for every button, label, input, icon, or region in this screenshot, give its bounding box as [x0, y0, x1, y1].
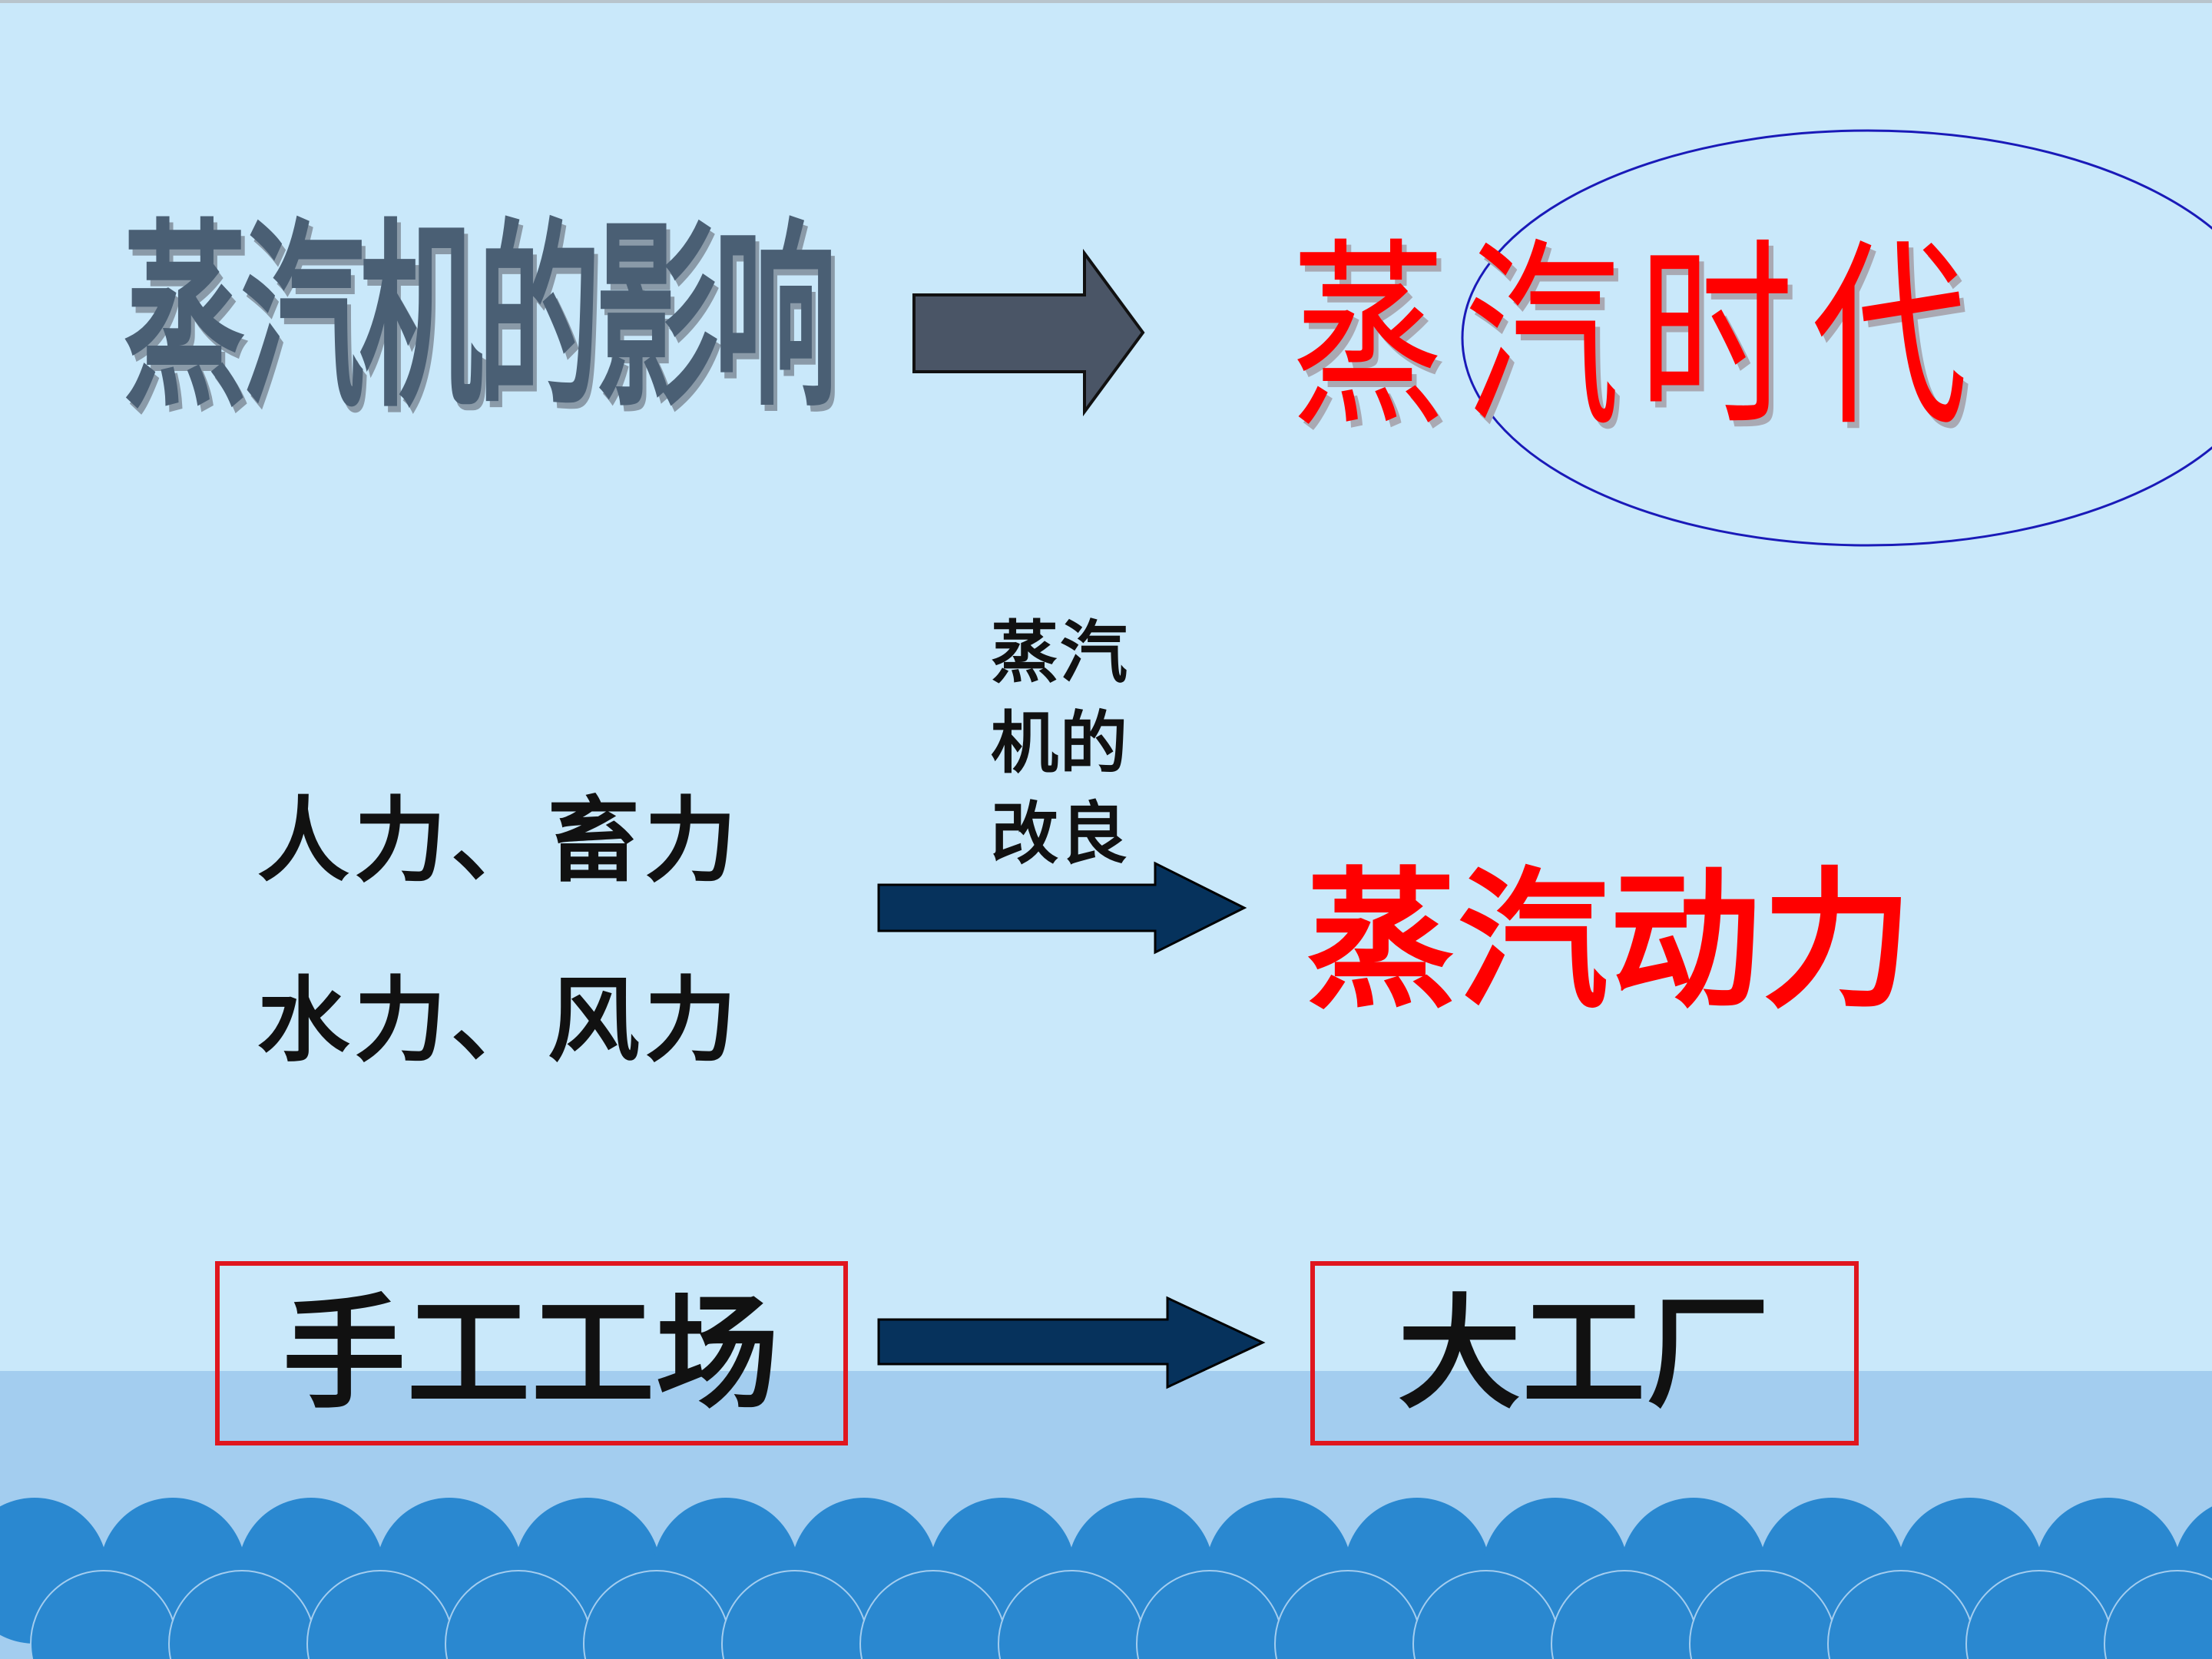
- factory-label: 大工厂: [1397, 1281, 1771, 1426]
- workshop-box: 手工工场: [215, 1261, 848, 1445]
- era-ellipse: [1461, 129, 2212, 547]
- factory-arrow: [877, 1296, 1266, 1389]
- power-sources-line1: 人力、畜力: [257, 786, 741, 895]
- improvement-label: 蒸汽机的改良: [991, 612, 1130, 873]
- factory-box: 大工厂: [1310, 1261, 1859, 1445]
- page-title: 蒸汽机的影响: [123, 203, 837, 435]
- steam-power-label: 蒸汽动力: [1306, 853, 1915, 1029]
- title-arrow: [912, 248, 1145, 417]
- workshop-label: 手工工场: [282, 1281, 780, 1426]
- era-label: 蒸汽时代: [1290, 222, 1985, 454]
- wave-decoration: [0, 1498, 2212, 1659]
- power-sources-line2: 水力、风力: [257, 966, 741, 1075]
- wave-scallop: [2104, 1570, 2212, 1659]
- improvement-arrow: [877, 861, 1247, 955]
- top-rule: [0, 0, 2212, 3]
